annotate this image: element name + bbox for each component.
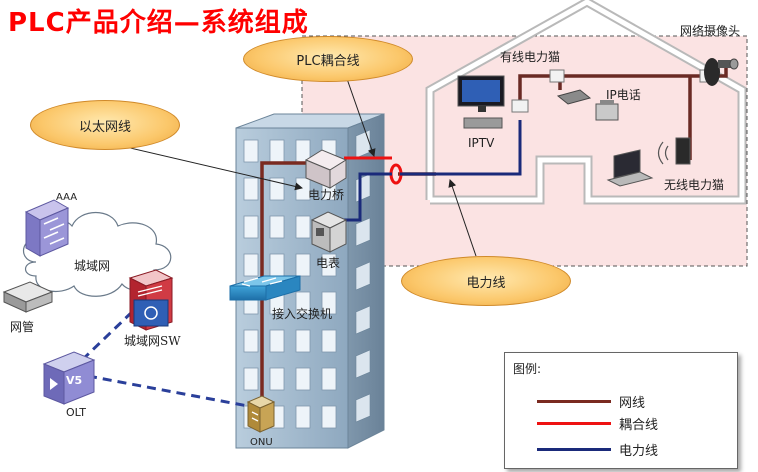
- legend-item-power: 电力线: [505, 439, 737, 459]
- legend-panel: 图例: 网线 耦合线 电力线: [504, 352, 738, 469]
- dashed-links: [78, 310, 249, 408]
- callout-power-line: 电力线: [401, 256, 571, 306]
- wireless-modem-icon: [657, 137, 691, 165]
- olt-icon: [42, 351, 96, 405]
- nms-label: 网管: [10, 320, 35, 334]
- network-camera-label: 网络摄像头: [680, 24, 741, 38]
- olt-label: OLT: [66, 406, 86, 419]
- legend-swatch-power: [537, 448, 611, 451]
- callout-power-text: 电力线: [466, 275, 506, 291]
- nms-device-icon: [2, 281, 54, 313]
- legend-label-power: 电力线: [619, 444, 659, 459]
- legend-swatch-coupling: [537, 422, 611, 425]
- power-bridge-label: 电力桥: [308, 188, 345, 202]
- metro-network-label: 城域网: [74, 259, 111, 273]
- power-line: [338, 120, 522, 222]
- callout-ethernet-text: 以太网线: [78, 119, 131, 135]
- wired-modem-label: 有线电力猫: [500, 50, 561, 64]
- access-switch-icon: [229, 275, 301, 301]
- onu-icon: [246, 395, 276, 433]
- meter-label: 电表: [316, 256, 341, 270]
- network-camera-icon: [704, 58, 739, 86]
- iptv-label: IPTV: [468, 136, 495, 150]
- metro-switch-icon: [128, 269, 174, 331]
- legend-item-ethernet: 网线: [505, 391, 737, 411]
- legend-title: 图例:: [513, 362, 542, 376]
- page-title: PLC产品介绍—系统组成: [8, 8, 309, 38]
- callout-plc-coupling-line: PLC耦合线: [243, 36, 413, 82]
- onu-label: ONU: [250, 437, 273, 448]
- aaa-server-icon: [24, 199, 70, 257]
- metro-switch-label: 城域网SW: [124, 334, 181, 348]
- legend-label-coupling: 耦合线: [619, 418, 659, 433]
- callout-ethernet-line: 以太网线: [30, 100, 180, 150]
- wireless-modem-label: 无线电力猫: [664, 178, 725, 192]
- iptv-icon: [457, 75, 505, 129]
- callout-plc-coupling-text: PLC耦合线: [296, 53, 360, 69]
- ip-phone-label: IP电话: [606, 88, 641, 102]
- olt-badge: V5: [66, 374, 83, 387]
- aaa-label: AAA: [56, 192, 78, 203]
- access-switch-label: 接入交换机: [272, 307, 333, 321]
- laptop-icon: [606, 149, 654, 187]
- legend-item-coupling: 耦合线: [505, 413, 737, 433]
- meter-icon: [310, 211, 348, 253]
- ethernet-line: [260, 161, 308, 405]
- legend-swatch-ethernet: [537, 400, 611, 403]
- legend-label-ethernet: 网线: [619, 396, 646, 411]
- ip-phone-icon: [556, 89, 619, 121]
- power-bridge-icon: [304, 149, 348, 189]
